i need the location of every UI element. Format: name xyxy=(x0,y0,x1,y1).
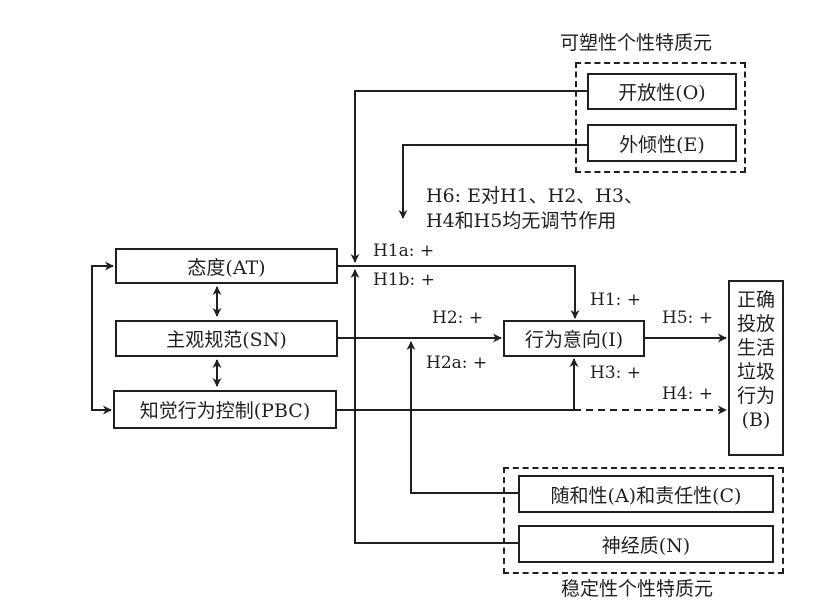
at-to-intention-arrow xyxy=(338,265,580,319)
h1-label: H1: + xyxy=(590,290,642,310)
h2a-label: H2a: + xyxy=(426,353,488,373)
behavior-line: 垃圾 xyxy=(736,361,775,383)
h5-label: H5: + xyxy=(662,308,714,328)
behavior-line: 投放 xyxy=(736,313,775,335)
h6-label-line2: H4和H5均无调节作用 xyxy=(426,210,617,232)
openness-to-link-arrow xyxy=(350,90,587,263)
h1b-label: H1b: + xyxy=(373,270,435,290)
extraversion-to-h6-arrow xyxy=(398,144,587,219)
agreeableness-conscientiousness-node: 随和性(A)和责任性(C) xyxy=(518,475,774,513)
intention-node: 行为意向(I) xyxy=(503,320,645,357)
h2-label: H2: + xyxy=(432,308,484,328)
h3-label: H3: + xyxy=(590,363,642,383)
left-bracket-arrow xyxy=(91,261,114,415)
neuroticism-to-link-arrow xyxy=(350,269,518,544)
attitude-node: 态度(AT) xyxy=(115,248,338,284)
neuroticism-node: 神经质(N) xyxy=(518,525,774,563)
plastic-traits-group xyxy=(575,62,746,173)
h4-label: H4: + xyxy=(662,384,714,404)
behavior-line: (B) xyxy=(741,409,771,431)
behavior-node: 正确 投放 生活 垃圾 行为 (B) xyxy=(728,280,784,456)
behavior-line: 正确 xyxy=(736,289,775,311)
agreeableness-to-link-arrow xyxy=(406,341,518,494)
behavior-line: 行为 xyxy=(736,385,775,407)
stable-traits-group xyxy=(503,467,784,574)
h1a-label: H1a: + xyxy=(373,241,435,261)
stable-group-title: 稳定性个性特质元 xyxy=(561,578,714,600)
openness-node: 开放性(O) xyxy=(587,73,737,110)
subjective-norm-node: 主观规范(SN) xyxy=(115,320,338,357)
extraversion-node: 外倾性(E) xyxy=(587,124,737,162)
pbc-node: 知觉行为控制(PBC) xyxy=(113,390,337,429)
h6-label-line1: H6: E对H1、H2、H3、 xyxy=(426,185,643,207)
plastic-group-title: 可塑性个性特质元 xyxy=(560,32,713,54)
behavior-line: 生活 xyxy=(736,337,775,359)
